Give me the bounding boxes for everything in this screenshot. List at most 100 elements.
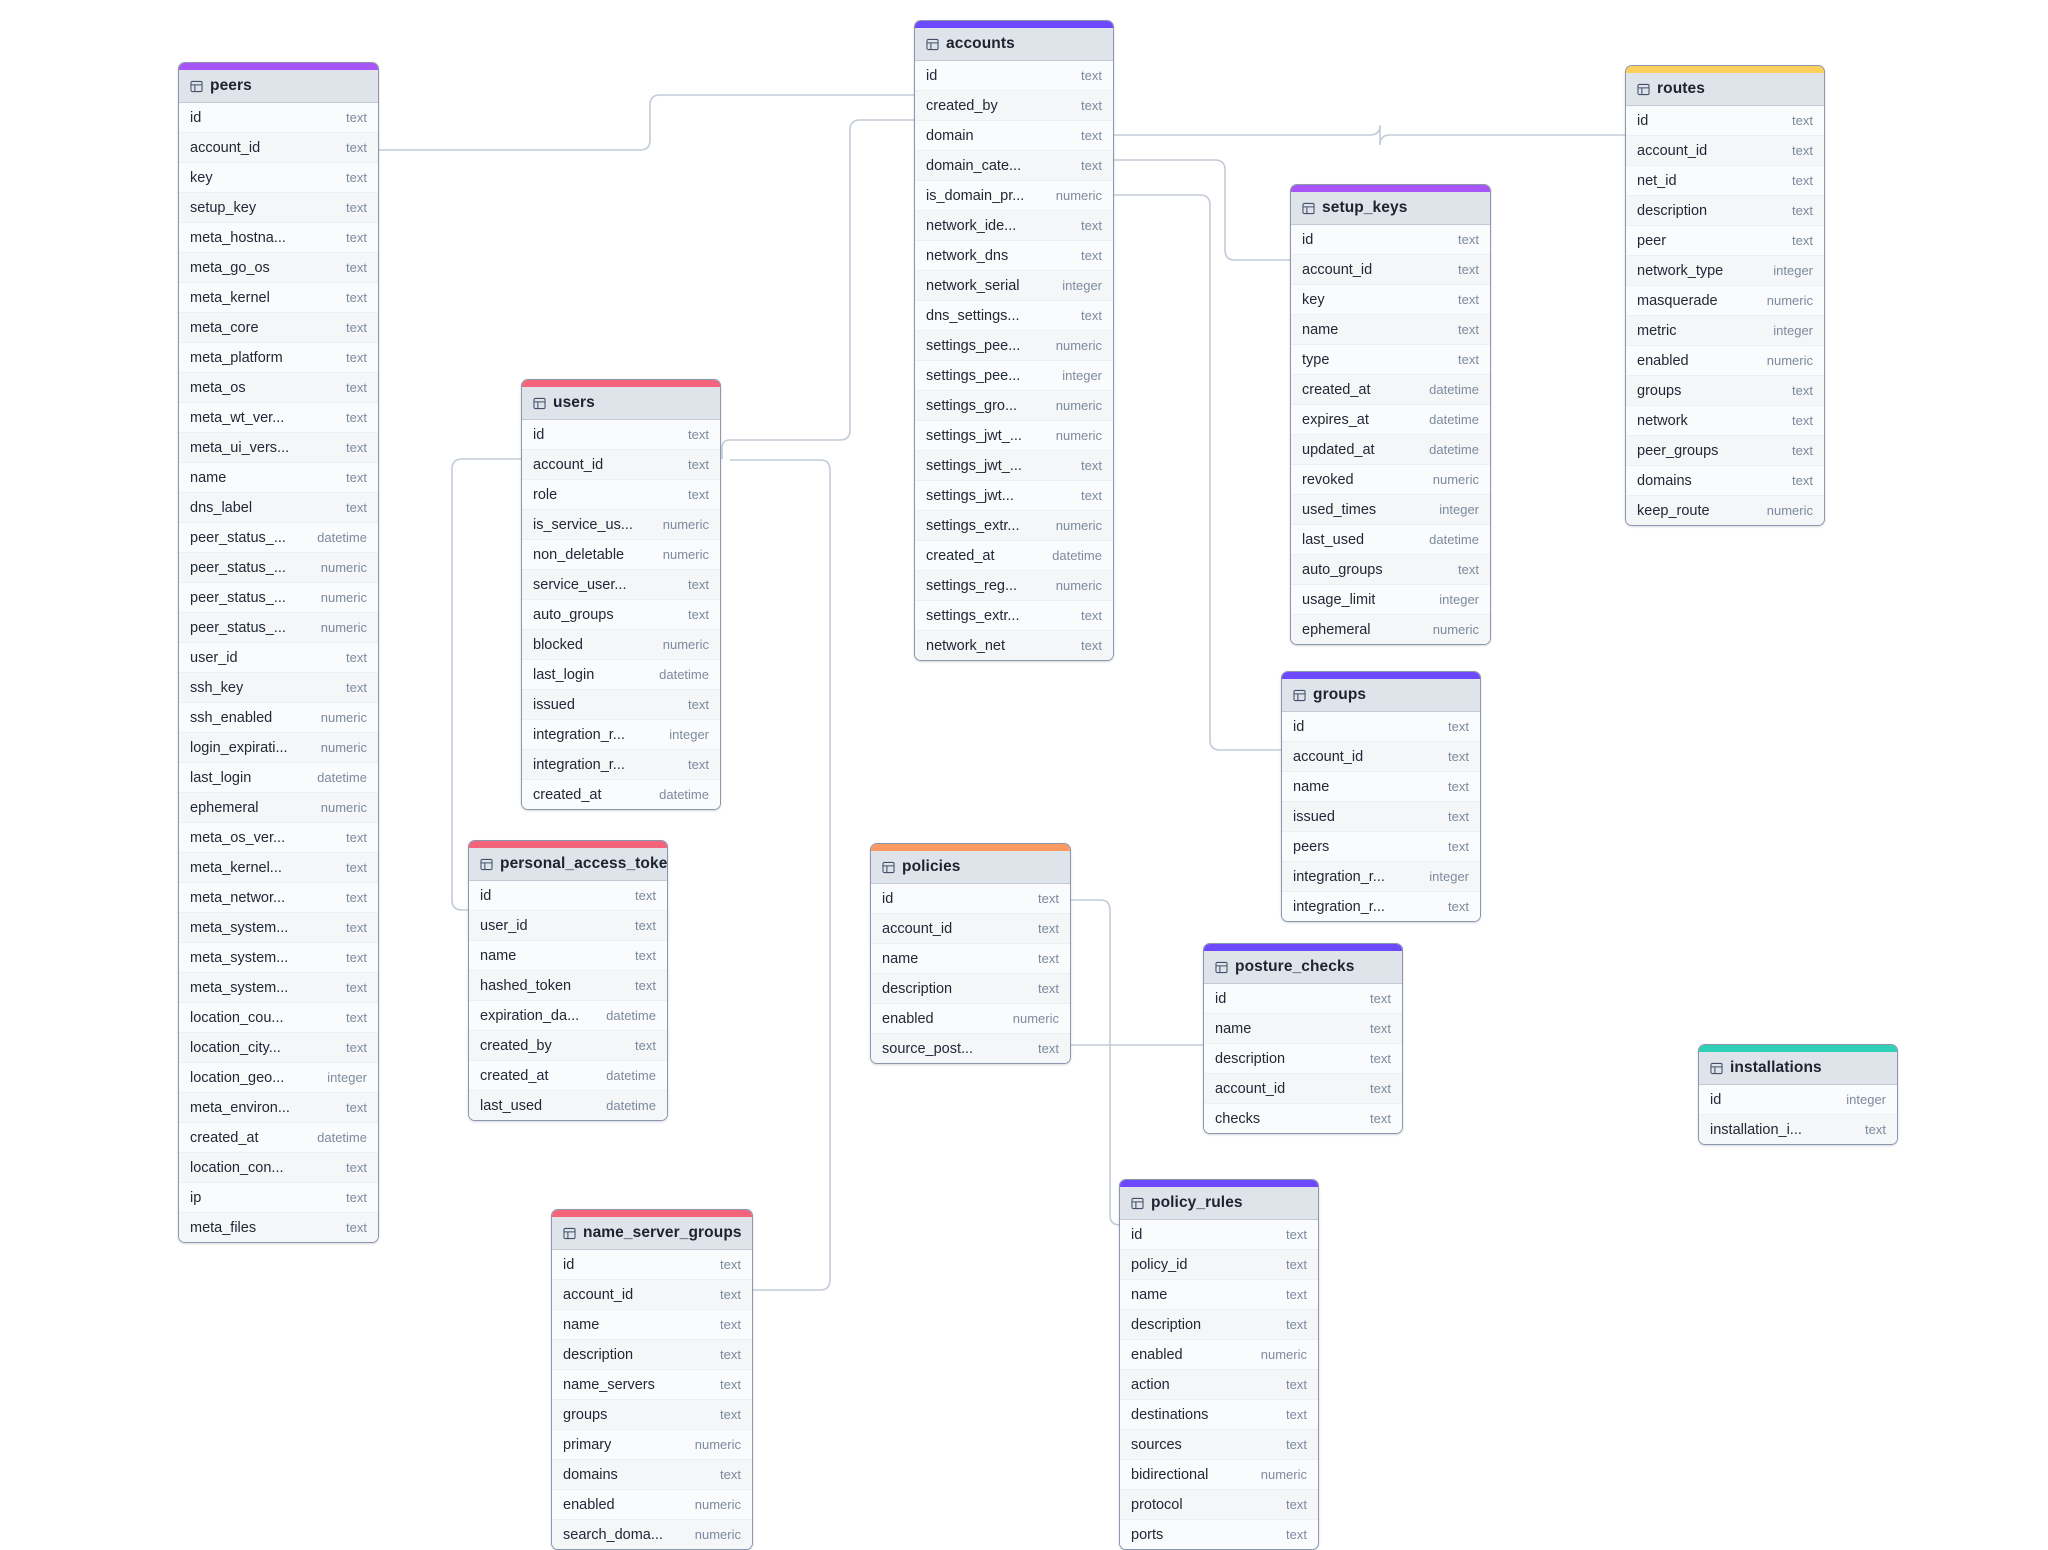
table-row[interactable]: integration_r...text (1282, 892, 1480, 921)
table-header[interactable]: users (522, 387, 720, 420)
table-header[interactable]: policies (871, 851, 1070, 884)
table-row[interactable]: location_geo...integer (179, 1063, 378, 1093)
table-row[interactable]: is_service_us...numeric (522, 510, 720, 540)
table-row[interactable]: meta_system...text (179, 973, 378, 1003)
table-row[interactable]: settings_extr...text (915, 601, 1113, 631)
table-row[interactable]: settings_reg...numeric (915, 571, 1113, 601)
table-header[interactable]: accounts (915, 28, 1113, 61)
table-row[interactable]: network_ide...text (915, 211, 1113, 241)
table-row[interactable]: dns_settings...text (915, 301, 1113, 331)
table-header[interactable]: groups (1282, 679, 1480, 712)
table-row[interactable]: search_doma...numeric (552, 1520, 752, 1549)
table-header[interactable]: name_server_groups (552, 1217, 752, 1250)
table-row[interactable]: meta_os_ver...text (179, 823, 378, 853)
table-row[interactable]: meta_system...text (179, 943, 378, 973)
table-header[interactable]: routes (1626, 73, 1824, 106)
table-row[interactable]: peer_status_...numeric (179, 613, 378, 643)
table-header[interactable]: posture_checks (1204, 951, 1402, 984)
table-row[interactable]: login_expirati...numeric (179, 733, 378, 763)
table-row[interactable]: peer_status_...numeric (179, 583, 378, 613)
table-row[interactable]: location_con...text (179, 1153, 378, 1183)
table-row[interactable]: location_city...text (179, 1033, 378, 1063)
table-row[interactable]: meta_system...text (179, 913, 378, 943)
table-row[interactable]: meta_environ...text (179, 1093, 378, 1123)
table-row[interactable]: integration_r...integer (1282, 862, 1480, 892)
table-row[interactable]: domain_cate...text (915, 151, 1113, 181)
table-header[interactable]: setup_keys (1291, 192, 1490, 225)
table-row[interactable]: peer_status_...datetime (179, 523, 378, 553)
table-header[interactable]: peers (179, 70, 378, 103)
table-header[interactable]: installations (1699, 1052, 1897, 1085)
table-row[interactable]: settings_extr...numeric (915, 511, 1113, 541)
table-row[interactable]: settings_jwt...text (915, 481, 1113, 511)
table-row[interactable]: meta_wt_ver...text (179, 403, 378, 433)
table-row[interactable]: meta_networ...text (179, 883, 378, 913)
